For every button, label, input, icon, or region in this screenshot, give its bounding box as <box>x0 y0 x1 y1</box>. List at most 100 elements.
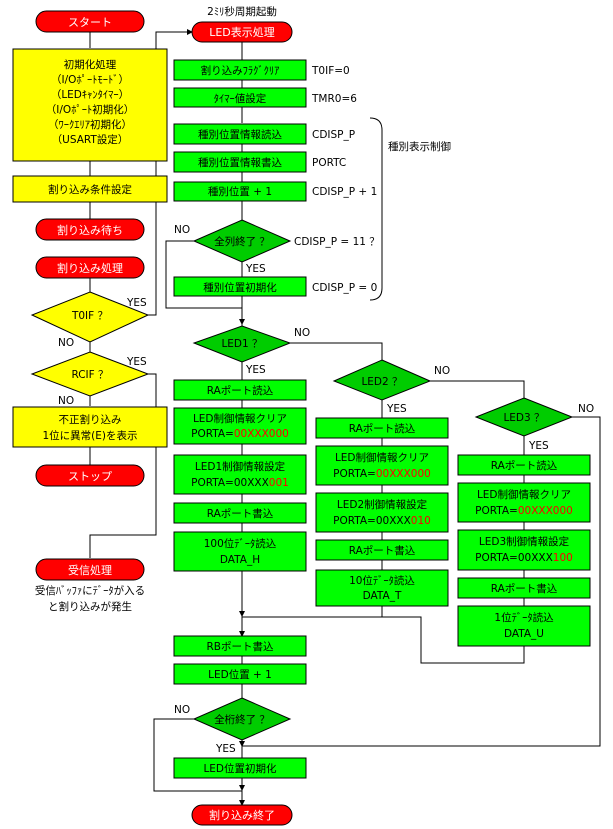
led1-yes-label: YES <box>245 364 266 376</box>
int-wait-terminator: 割り込み待ち <box>35 218 145 241</box>
int-cond-label: 割り込み条件設定 <box>48 183 132 196</box>
led2-set-box: LED2制御情報設定 PORTA=00XXX010 <box>315 492 449 533</box>
recv-label: 受信処理 <box>68 564 112 577</box>
toif-label: T0IF ？ <box>71 310 108 322</box>
kind-inc-note: CDISP_P + 1 <box>312 186 377 198</box>
connectors <box>89 29 601 806</box>
stop-label: ストップ <box>68 470 112 483</box>
led2-label: LED2 ？ <box>361 376 402 388</box>
d10-label: 10位ﾃﾞｰﾀ読込 <box>349 574 415 587</box>
stop-terminator: ストップ <box>35 464 145 487</box>
all-digit-decision: 全桁終了 ？ <box>192 697 292 741</box>
ra-write-label: RAポート書込 <box>491 582 558 595</box>
led2-set-porta: PORTA=00XXX010 <box>333 515 431 527</box>
kind-inc-label: 種別位置 + 1 <box>208 185 272 198</box>
led-init-box: LED位置初期化 <box>173 757 307 779</box>
int-cond-box: 割り込み条件設定 <box>12 175 168 203</box>
led3-yes-label: YES <box>528 440 549 452</box>
rcif-yes-label: YES <box>126 356 147 368</box>
clear-flag-note: T0IF=0 <box>311 65 350 77</box>
d100-label: 100位ﾃﾞｰﾀ読込 <box>204 537 277 550</box>
led-proc-label: LED表示処理 <box>209 25 275 39</box>
led3-decision: LED3 ？ <box>474 397 574 437</box>
led-clear-porta: PORTA=00XXX000 <box>333 468 431 480</box>
kind-init-note: CDISP_P = 0 <box>312 282 377 294</box>
all-done-decision: 全列終了 ？ <box>192 219 292 263</box>
ra-read-label: RAポート読込 <box>207 384 274 397</box>
led-clear-label: LED制御情報クリア <box>335 451 429 464</box>
kind-init-label: 種別位置初期化 <box>203 281 277 294</box>
led-inc-label: LED位置 + 1 <box>208 668 272 681</box>
kind-write-label: 種別位置情報書込 <box>198 156 282 169</box>
all-done-no-label: NO <box>174 224 190 236</box>
led3-set-label: LED3制御情報設定 <box>479 535 570 548</box>
rb-write-box: RBポート書込 <box>173 635 307 657</box>
led3-ra-read-box: RAポート読込 <box>457 454 591 476</box>
d10-box: 10位ﾃﾞｰﾀ読込 DATA_T <box>315 569 449 607</box>
ra-write-label: RAポート書込 <box>349 544 416 557</box>
recv-note-line2: と割り込みが発生 <box>48 600 132 613</box>
led1-label: LED1 ？ <box>221 338 262 350</box>
led-clear-label: LED制御情報クリア <box>477 488 571 501</box>
all-digit-no-label: NO <box>174 704 190 716</box>
rb-write-label: RBポート書込 <box>207 640 274 653</box>
kind-ctrl-label: 種別表示制御 <box>388 140 451 153</box>
kind-read-box: 種別位置情報読込 <box>173 123 307 145</box>
int-end-label: 割り込み終了 <box>209 808 275 822</box>
init-line: （I/Oﾎﾟｰﾄﾓｰﾄﾞ） <box>51 74 129 86</box>
rcif-label: RCIF ？ <box>71 369 108 381</box>
illegal-int-line1: 不正割り込み <box>59 413 122 426</box>
led2-set-label: LED2制御情報設定 <box>337 498 428 511</box>
toif-no-label: NO <box>58 337 74 349</box>
start-terminator: スタート <box>35 10 145 33</box>
kind-write-note: PORTC <box>312 157 346 169</box>
all-done-yes-label: YES <box>245 263 266 275</box>
led3-clear-box: LED制御情報クリア PORTA=00XXX000 <box>457 482 591 523</box>
toif-yes-label: YES <box>126 297 147 309</box>
int-end-terminator: 割り込み終了 <box>191 804 293 826</box>
main-column: 2ﾐﾘ秒周期起動 LED表示処理 割り込みﾌﾗｸﾞｸﾘｱ T0IF=0 ﾀｲﾏｰ… <box>173 5 594 826</box>
timer-set-note: TMR0=6 <box>311 93 357 105</box>
clear-flag-label: 割り込みﾌﾗｸﾞｸﾘｱ <box>201 64 280 77</box>
start-label: スタート <box>68 16 112 29</box>
led3-label: LED3 ？ <box>503 412 544 424</box>
int-proc-terminator: 割り込み処理 <box>35 256 145 279</box>
int-proc-label: 割り込み処理 <box>57 261 123 275</box>
kind-read-label: 種別位置情報読込 <box>198 128 282 141</box>
period-note: 2ﾐﾘ秒周期起動 <box>207 5 277 18</box>
led-proc-terminator: LED表示処理 <box>191 21 293 43</box>
led3-set-porta: PORTA=00XXX100 <box>475 552 573 564</box>
init-line: （I/Oﾎﾟｰﾄ初期化） <box>46 103 134 116</box>
kind-write-box: 種別位置情報書込 <box>173 151 307 173</box>
led3-no-label: NO <box>578 403 594 415</box>
led2-clear-box: LED制御情報クリア PORTA=00XXX000 <box>315 445 449 486</box>
d1-box: 1位ﾃﾞｰﾀ読込 DATA_U <box>457 605 591 647</box>
d1-note: DATA_U <box>504 628 544 640</box>
led-inc-box: LED位置 + 1 <box>173 663 307 685</box>
d100-box: 100位ﾃﾞｰﾀ読込 DATA_H <box>173 531 307 572</box>
init-line: （USART設定） <box>52 133 129 146</box>
left-column: スタート 初期化処理 （I/Oﾎﾟｰﾄﾓｰﾄﾞ） （LEDｷｬﾝﾀｲﾏｰ） （I… <box>12 10 168 613</box>
toif-decision: T0IF ？ <box>30 291 150 343</box>
init-line: （LEDｷｬﾝﾀｲﾏｰ） <box>51 89 129 101</box>
led3-set-box: LED3制御情報設定 PORTA=00XXX100 <box>457 529 591 571</box>
led2-decision: LED2 ？ <box>332 359 432 401</box>
illegal-int-box: 不正割り込み 1位に異常(E)を表示 <box>12 406 168 448</box>
recv-terminator: 受信処理 <box>35 558 145 581</box>
kind-init-box: 種別位置初期化 <box>173 276 307 297</box>
d100-note: DATA_H <box>220 554 260 566</box>
rcif-no-label: NO <box>58 395 74 407</box>
clear-flag-box: 割り込みﾌﾗｸﾞｸﾘｱ <box>173 59 307 81</box>
all-digit-label: 全桁終了 ？ <box>214 713 270 726</box>
rcif-decision: RCIF ？ <box>30 351 150 397</box>
timer-set-label: ﾀｲﾏｰ値設定 <box>214 92 267 105</box>
led1-no-label: NO <box>294 327 310 339</box>
ra-write-label: RAポート書込 <box>207 507 274 520</box>
led1-ra-read-box: RAポート読込 <box>173 379 307 401</box>
kind-inc-box: 種別位置 + 1 <box>173 181 307 202</box>
init-line: （ﾜｰｸｴﾘｱ初期化） <box>48 118 132 131</box>
all-done-note: CDISP_P = 11 ？ <box>294 236 380 248</box>
d10-note: DATA_T <box>363 590 402 602</box>
led-clear-porta: PORTA=00XXX000 <box>191 428 289 440</box>
